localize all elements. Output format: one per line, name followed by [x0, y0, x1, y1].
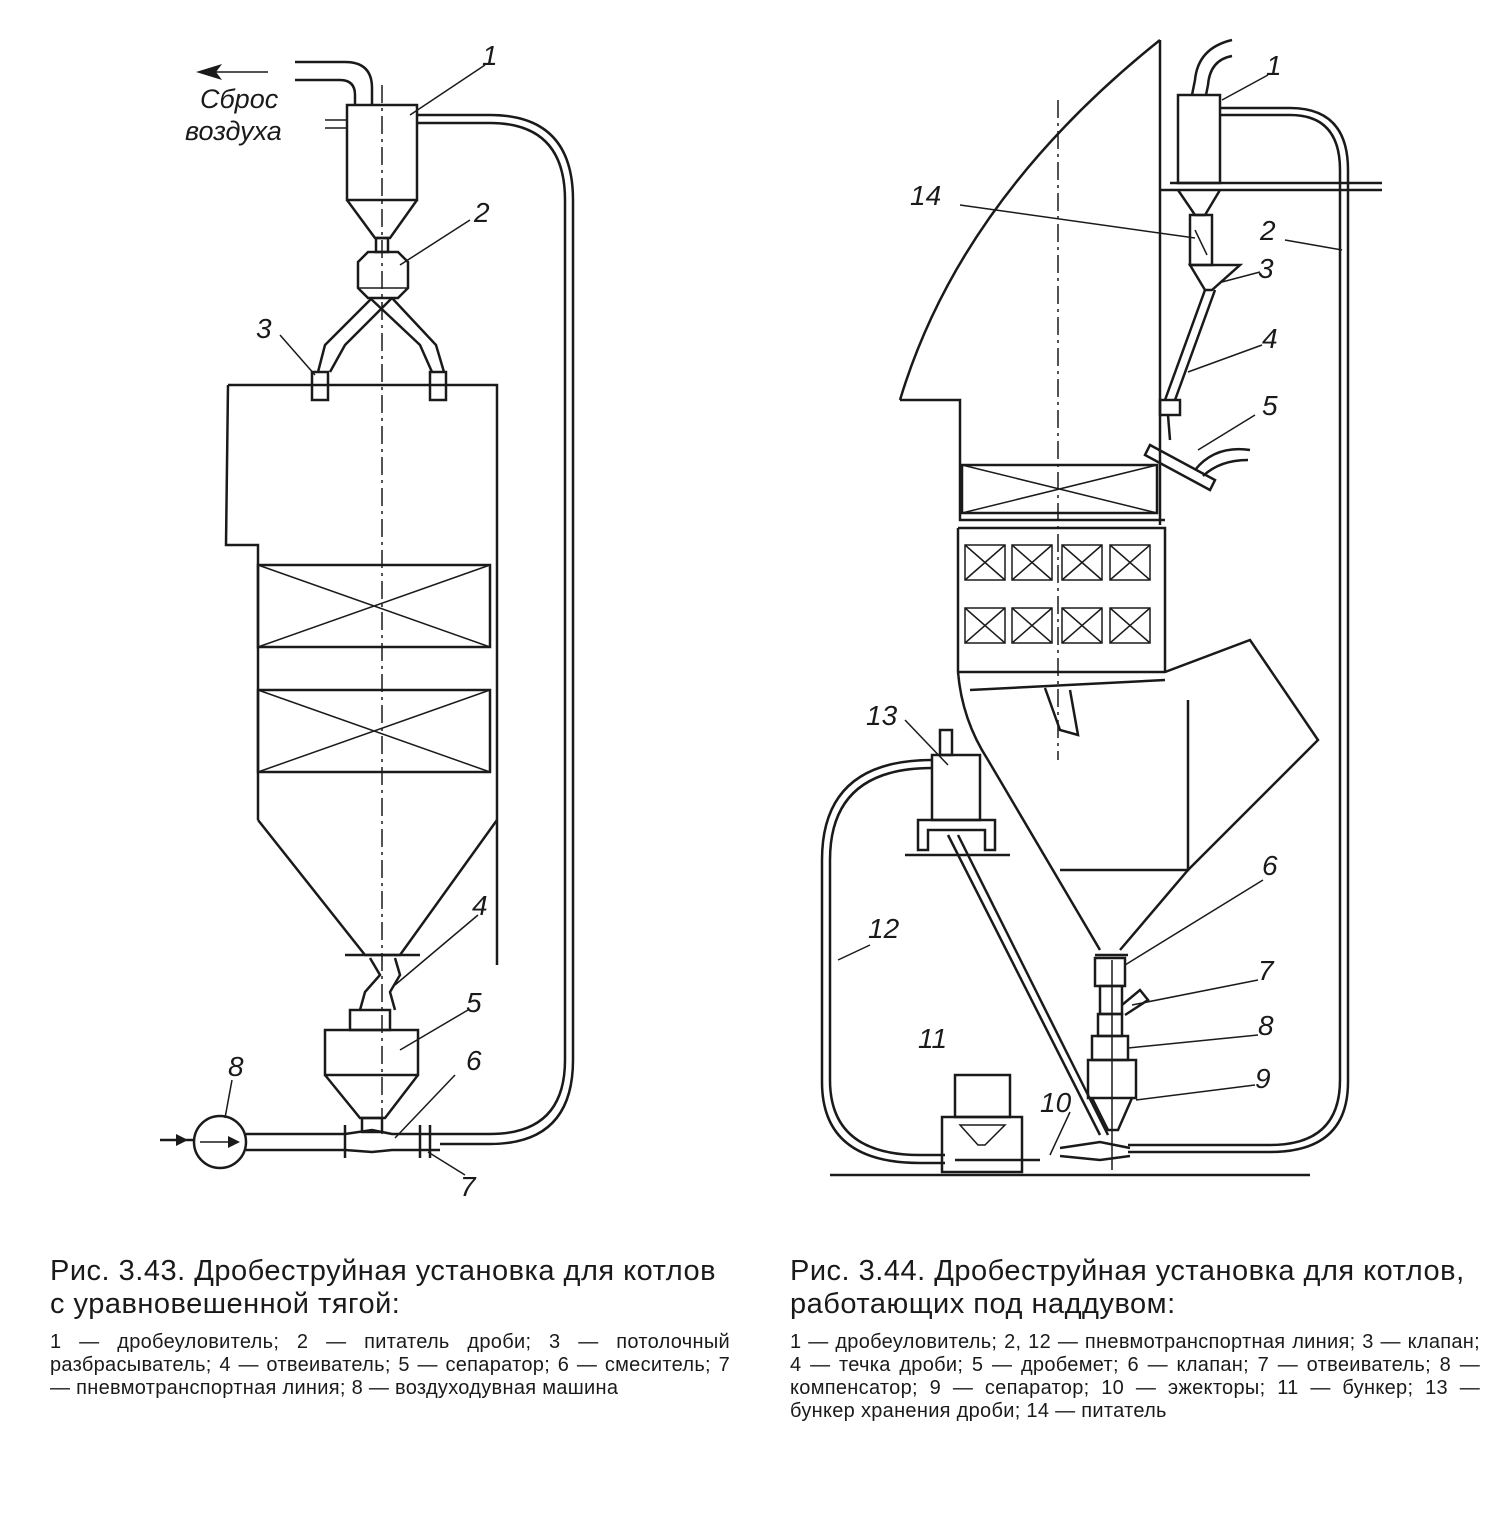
air-exhaust-label-2: воздуха: [185, 116, 282, 146]
bottom-equipment: [1059, 956, 1150, 1170]
figure-3-44: 1 2 3 4 5 6 7 8 9 10 11 12 13 14: [820, 38, 1382, 1177]
separator: [323, 1008, 420, 1134]
figure-3-44-legend: 1 — дробеуловитель; 2, 12 — пневмотрансп…: [790, 1331, 1480, 1422]
callout-9: 9: [1255, 1063, 1271, 1094]
callout-7: 7: [460, 1171, 477, 1202]
pneumatic-line-12: [820, 758, 945, 1165]
callout-6: 6: [1262, 850, 1278, 881]
figure-3-43: Сброс воздуха: [160, 40, 575, 1202]
pneumatic-line-2: [1128, 106, 1350, 1154]
callout-1: 1: [482, 40, 498, 71]
pneumatic-return-line: [417, 113, 575, 1146]
callout-5: 5: [466, 987, 482, 1018]
shot-catcher: [295, 60, 419, 240]
figure-3-43-title: Рис. 3.43. Дробеструйная установка для к…: [50, 1255, 717, 1320]
callout-8: 8: [1258, 1010, 1274, 1041]
callout-3: 3: [256, 313, 272, 344]
callout-5: 5: [1262, 390, 1278, 421]
shot-feeder: [356, 236, 410, 300]
callout-10: 10: [1040, 1087, 1072, 1118]
air-blower: [160, 1114, 248, 1170]
figure-3-43-caption: Рис. 3.43. Дробеструйная установка для к…: [50, 1255, 730, 1400]
callout-leaders: [224, 64, 486, 1176]
storage-hopper: [905, 728, 1110, 1136]
diagrams-canvas: Сброс воздуха: [160, 38, 1382, 1202]
air-exhaust-arrow: [196, 64, 268, 80]
callout-4: 4: [472, 890, 488, 921]
boiler-body: [898, 39, 1320, 957]
mixer-line: [246, 1125, 440, 1158]
callout-14: 14: [910, 180, 941, 211]
callout-6: 6: [466, 1045, 482, 1076]
callout-leaders: [837, 74, 1343, 1156]
air-exhaust-label-1: Сброс: [200, 84, 279, 114]
callout-1: 1: [1266, 50, 1282, 81]
figure-3-44-title: Рис. 3.44. Дробеструйная установка для к…: [790, 1255, 1465, 1320]
callout-13: 13: [866, 700, 898, 731]
shot-thrower: [1143, 443, 1251, 492]
callout-8: 8: [228, 1051, 244, 1082]
figure-3-44-caption: Рис. 3.44. Дробеструйная установка для к…: [790, 1255, 1480, 1423]
winnower: [345, 953, 420, 1011]
shot-catcher: [1160, 38, 1382, 292]
callout-3: 3: [1258, 253, 1274, 284]
shot-chute: [1158, 289, 1217, 441]
boiler-body: [224, 383, 499, 965]
callout-4: 4: [1262, 323, 1278, 354]
callout-2: 2: [473, 197, 490, 228]
tube-bank: [964, 544, 1151, 644]
bunker: [830, 1073, 1310, 1177]
callout-11: 11: [918, 1023, 947, 1054]
callout-12: 12: [868, 913, 900, 944]
callout-7: 7: [1258, 955, 1275, 986]
figure-3-43-legend: 1 — дробеуловитель; 2 — питатель дроби; …: [50, 1331, 730, 1399]
callout-2: 2: [1259, 215, 1276, 246]
